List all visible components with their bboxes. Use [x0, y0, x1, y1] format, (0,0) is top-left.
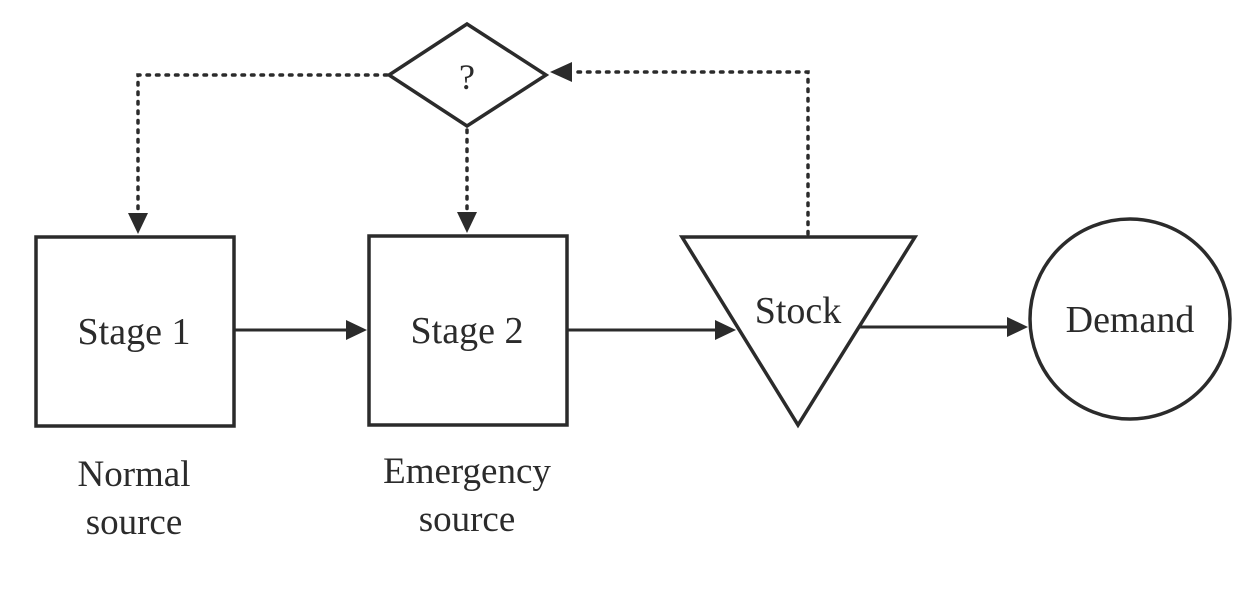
control-line-to-stage1 [136, 73, 389, 215]
stage2-label: Stage 2 [411, 310, 524, 352]
flow-arrows [234, 317, 1028, 340]
stage2-caption-line2: source [419, 499, 516, 540]
control-lines [128, 62, 810, 236]
flow-arrowhead-demand [1007, 317, 1028, 337]
decision-label: ? [459, 57, 475, 97]
stock-label: Stock [755, 290, 842, 332]
stage1-node: Stage 1 [34, 235, 236, 428]
stage1-caption: Normal source [77, 454, 190, 543]
flow-arrowhead-stage2 [346, 320, 367, 340]
control-arrowhead-diamond [550, 62, 572, 82]
control-arrowhead-stage1 [128, 213, 148, 234]
control-arrowhead-stage2 [457, 212, 477, 233]
control-line-from-stock [570, 70, 810, 236]
flow-arrowhead-stock [715, 320, 736, 340]
stage1-caption-line1: Normal [77, 454, 190, 495]
stage2-caption: Emergency source [383, 451, 551, 540]
stage2-node: Stage 2 [367, 234, 569, 427]
stage2-caption-line1: Emergency [383, 451, 551, 492]
stage1-label: Stage 1 [78, 311, 191, 353]
stage1-caption-line2: source [86, 502, 183, 543]
stock-node: Stock [678, 235, 919, 429]
demand-label: Demand [1066, 299, 1195, 341]
decision-node: ? [385, 21, 550, 129]
demand-node: Demand [1028, 217, 1232, 421]
